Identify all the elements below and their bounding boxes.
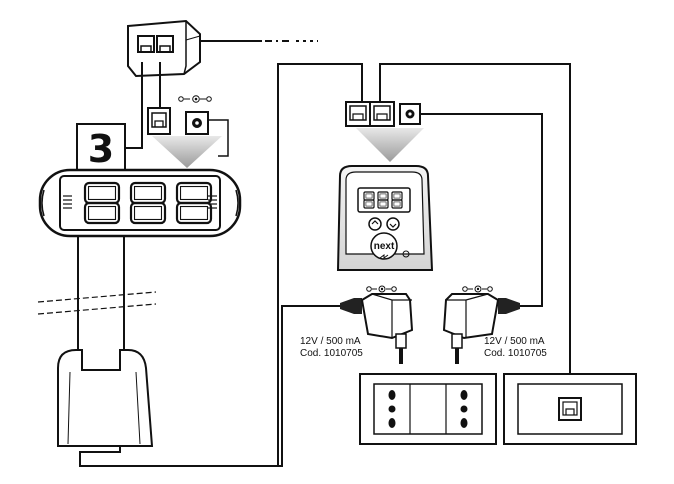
- seven-segment-digit: [363, 191, 375, 209]
- control-digits: [363, 191, 403, 209]
- down-arrow-icon: [356, 128, 424, 162]
- control-brand: next: [374, 241, 395, 252]
- number-card-digit: 3: [88, 127, 114, 171]
- power-adapter: 12V / 500 mA Cod. 1010705: [300, 285, 414, 364]
- control-button-left[interactable]: [368, 217, 382, 231]
- seven-segment-digit: [129, 181, 167, 225]
- power-socket-icon: [460, 390, 468, 428]
- control-cable-2: [379, 63, 571, 402]
- counter-digits: [83, 181, 213, 225]
- control-cable-1: [277, 63, 363, 466]
- control-main-button[interactable]: [370, 232, 398, 260]
- control-power-cable: [420, 113, 543, 307]
- rj-splitter-icon: [127, 19, 201, 78]
- rj-jack-icon: [147, 107, 171, 135]
- adapter-rating: 12V / 500 mA: [300, 336, 361, 347]
- control-button-right[interactable]: [386, 217, 400, 231]
- counter-display-unit: [38, 168, 242, 238]
- power-indicator-icon: [402, 250, 410, 258]
- number-card: 3: [76, 123, 126, 171]
- power-socket-icon: [388, 390, 396, 428]
- splitter-cables: [124, 62, 161, 149]
- down-arrow-icon: [152, 136, 222, 168]
- floor-dashes: [37, 291, 157, 315]
- adapter-code: Cod. 1010705: [484, 348, 547, 359]
- counter-power-cable: [208, 119, 229, 157]
- seven-segment-digit: [377, 191, 389, 209]
- dc-power-jack-icon: [399, 103, 421, 125]
- control-box: next: [336, 165, 434, 271]
- counter-base: [57, 349, 154, 447]
- seven-segment-digit: [83, 181, 121, 225]
- seven-segment-digit: [175, 181, 213, 225]
- adapter-rating: 12V / 500 mA: [484, 336, 545, 347]
- base-cable: [79, 305, 340, 467]
- counter-pole: [77, 236, 125, 378]
- wall-socket-plate: [359, 373, 497, 445]
- dc-power-jack-icon: [185, 111, 209, 135]
- seven-segment-digit: [391, 191, 403, 209]
- power-polarity-symbol-icon: [366, 285, 397, 293]
- adapter-code: Cod. 1010705: [300, 348, 363, 359]
- rj-splitter-icon: [345, 101, 395, 127]
- network-socket-plate: [503, 373, 637, 445]
- power-polarity-symbol-icon: [462, 285, 493, 293]
- rj-jack-icon: [558, 397, 582, 421]
- power-polarity-symbol-icon: [178, 95, 212, 103]
- power-adapter: 12V / 500 mA Cod. 1010705: [442, 285, 547, 364]
